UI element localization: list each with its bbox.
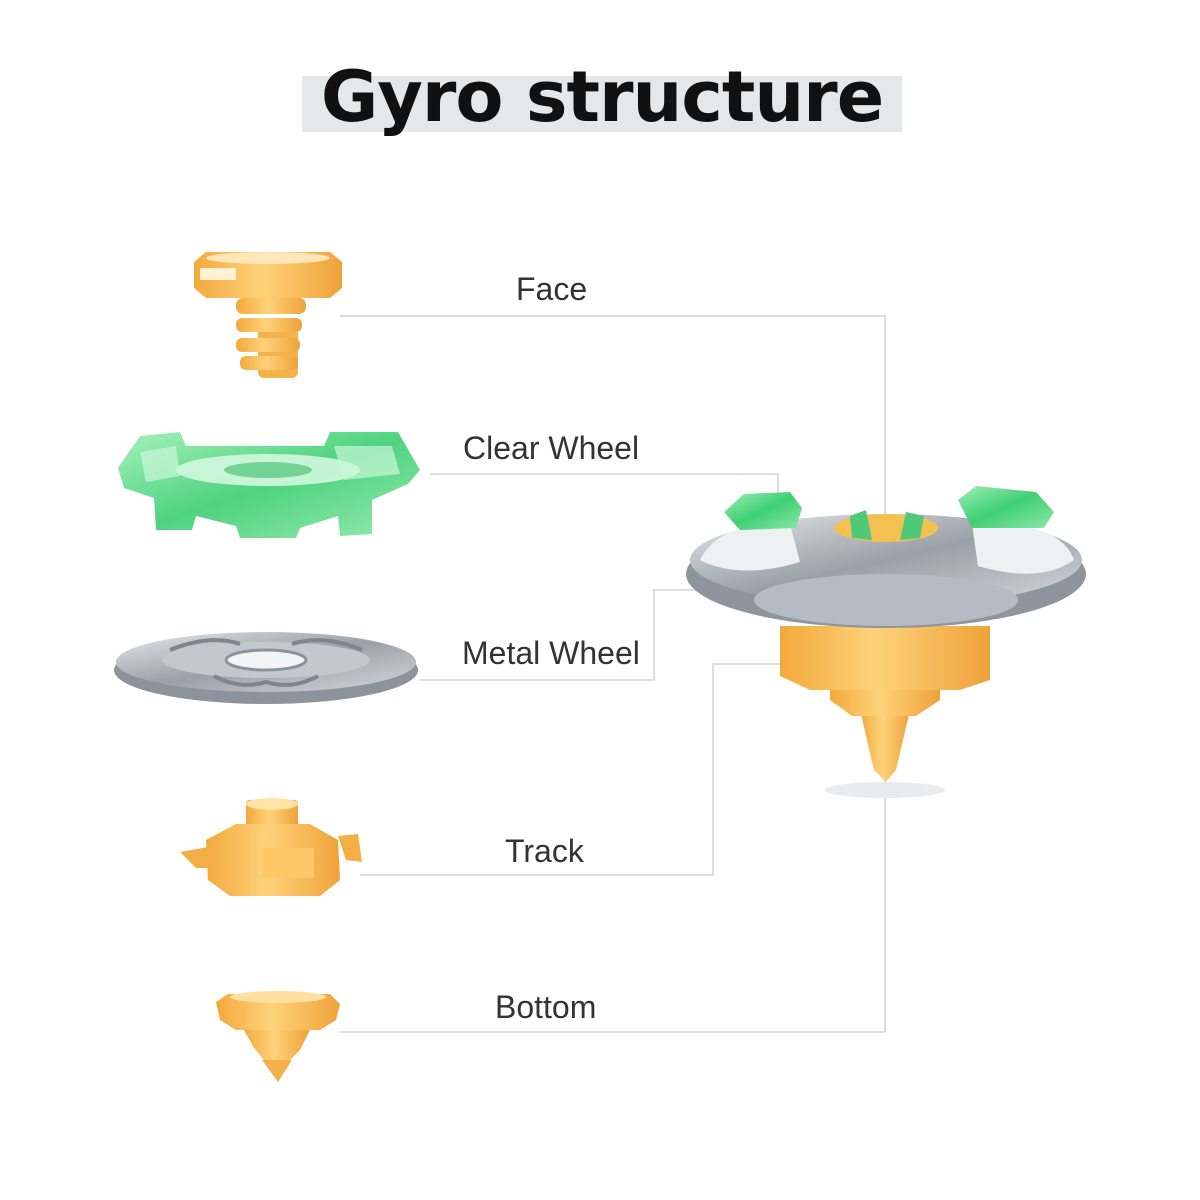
page-title: Gyro structure bbox=[320, 56, 884, 138]
clear-wheel-icon bbox=[118, 432, 420, 538]
bottom-tip-icon bbox=[216, 991, 340, 1082]
label-track: Track bbox=[505, 833, 584, 869]
assembled-spinning-top-icon bbox=[686, 486, 1086, 798]
face-part-icon bbox=[194, 252, 342, 378]
connector-metal-wheel bbox=[420, 589, 708, 681]
label-clear-wheel: Clear Wheel bbox=[463, 430, 640, 466]
metal-wheel-icon bbox=[114, 632, 418, 704]
title-band bbox=[302, 76, 902, 132]
label-bottom: Bottom bbox=[495, 989, 597, 1025]
label-metal-wheel: Metal Wheel bbox=[462, 635, 640, 671]
track-part-icon bbox=[180, 798, 362, 896]
connector-clear-wheel bbox=[430, 473, 779, 505]
label-face: Face bbox=[516, 271, 588, 307]
connector-track bbox=[360, 663, 790, 876]
